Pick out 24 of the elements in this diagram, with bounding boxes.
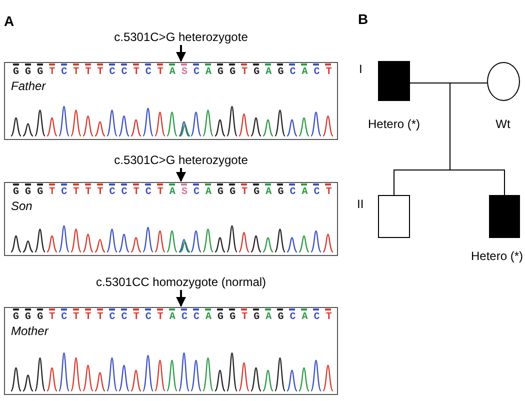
sample-name: Son: [11, 200, 32, 212]
arrow: [176, 45, 186, 62]
generation-numeral: II: [357, 198, 364, 210]
genotype-label: Hetero (*): [368, 118, 420, 130]
mutation-label: c.5301CC homozygote (normal): [81, 276, 281, 288]
genotype-label: Wt: [496, 118, 510, 130]
genotype-label: Hetero (*): [470, 250, 523, 262]
sample-name: Mother: [11, 325, 48, 337]
mutation-label: c.5301C>G heterozygote: [81, 31, 281, 43]
generation-numeral: I: [359, 63, 362, 75]
arrow: [176, 168, 186, 182]
pedigree-line: [450, 82, 505, 196]
base-call-sequence: G G G T C T T T C C T C T A C C A G G T G A G C A C T: [13, 313, 332, 323]
base-call-sequence: G G G T C T T T C C T C T A S C A G G T G A G C A C T: [13, 188, 332, 198]
affected-male-square: [489, 195, 520, 238]
base-call-sequence: G G G T C T T T C C T C T A S C A G G T G A G C A C T: [13, 68, 332, 78]
panel-letter: B: [358, 12, 368, 26]
unaffected-male-square: [378, 195, 410, 238]
unaffected-female-circle: [487, 62, 520, 101]
mutation-label: c.5301C>G heterozygote: [81, 154, 281, 166]
sample-name: Father: [11, 80, 46, 92]
affected-male-square: [378, 61, 410, 101]
panel-letter: A: [4, 14, 14, 28]
arrow: [176, 290, 186, 307]
